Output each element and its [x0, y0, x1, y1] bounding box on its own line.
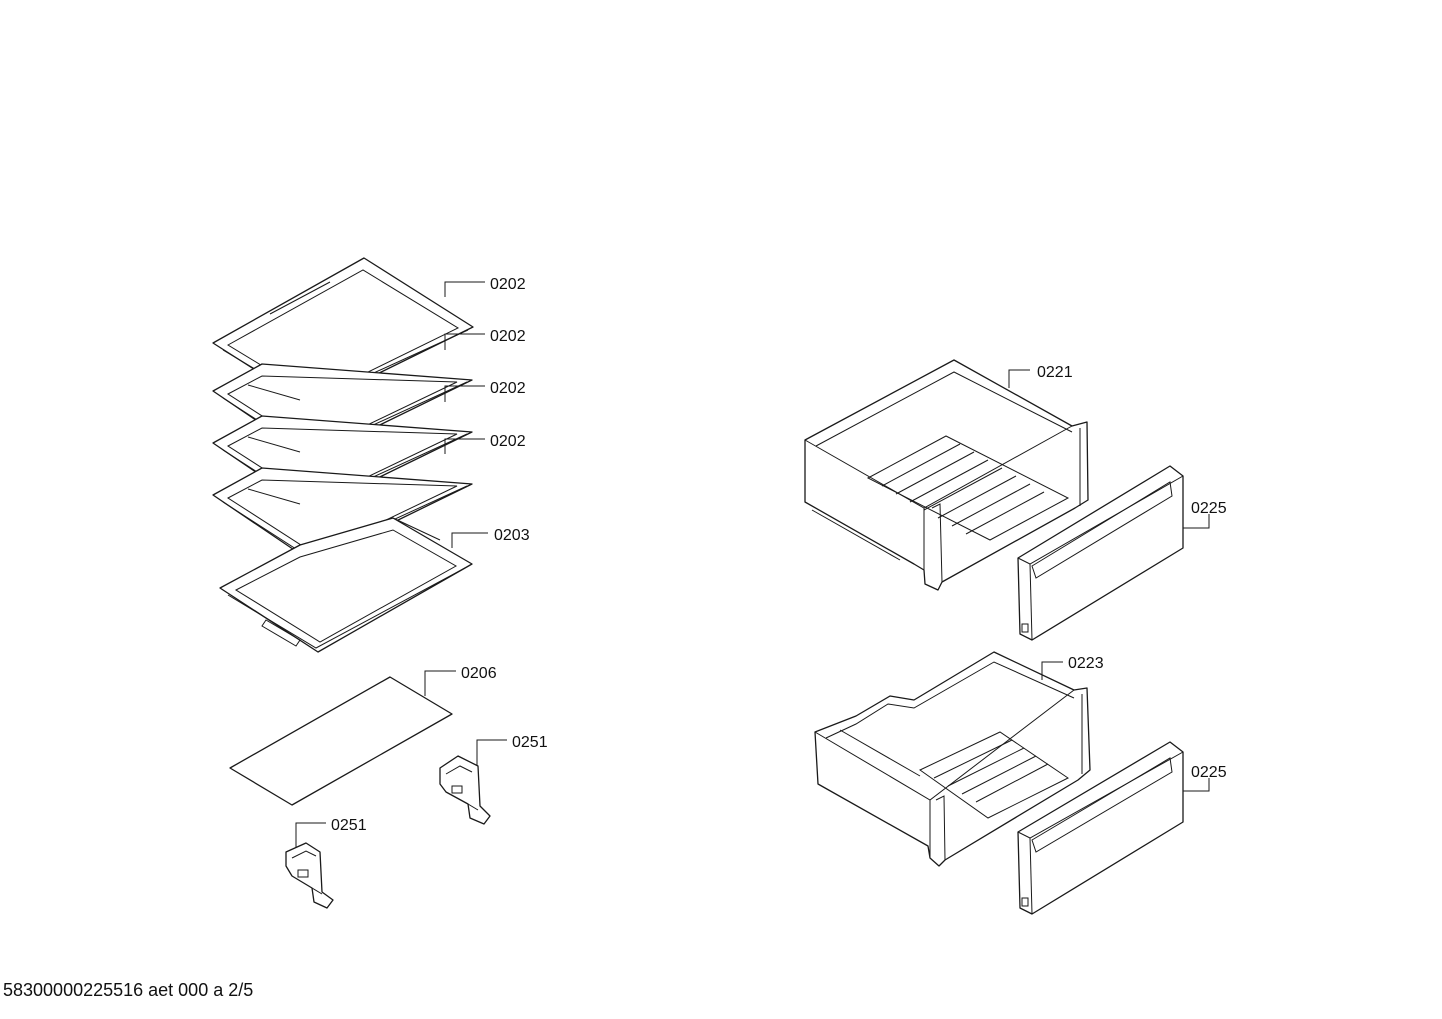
- document-reference-footer: 58300000225516 aet 000 a 2/5: [3, 980, 254, 1000]
- label-shelf-0202-1: 0202: [490, 276, 526, 293]
- cover-plate-0206[interactable]: [229, 676, 453, 806]
- drawer-front-panel-0225-lower[interactable]: [1017, 741, 1184, 915]
- label-shelf-0202-2: 0202: [490, 328, 526, 345]
- shelf-bracket-0251-right[interactable]: [439, 755, 491, 825]
- freezer-drawer-0223[interactable]: [814, 651, 1091, 867]
- freezer-drawer-0221[interactable]: [804, 359, 1089, 591]
- shelf-bracket-0251-left[interactable]: [285, 842, 334, 909]
- label-front-0225-upper: 0225: [1191, 500, 1227, 517]
- drawer-front-panel-0225-upper[interactable]: [1017, 465, 1184, 641]
- label-bracket-0251-left: 0251: [331, 817, 367, 834]
- label-front-0225-lower: 0225: [1191, 764, 1227, 781]
- label-drawer-0223: 0223: [1068, 655, 1104, 672]
- label-shelf-0203: 0203: [494, 527, 530, 544]
- leader-lines: [295, 281, 1210, 847]
- glass-shelf-0202-4[interactable]: [212, 467, 473, 563]
- label-cover-plate-0206: 0206: [461, 665, 497, 682]
- label-shelf-0202-4: 0202: [490, 433, 526, 450]
- label-drawer-0221: 0221: [1037, 364, 1073, 381]
- label-shelf-0202-3: 0202: [490, 380, 526, 397]
- label-bracket-0251-right: 0251: [512, 734, 548, 751]
- glass-shelf-0203[interactable]: [219, 517, 473, 653]
